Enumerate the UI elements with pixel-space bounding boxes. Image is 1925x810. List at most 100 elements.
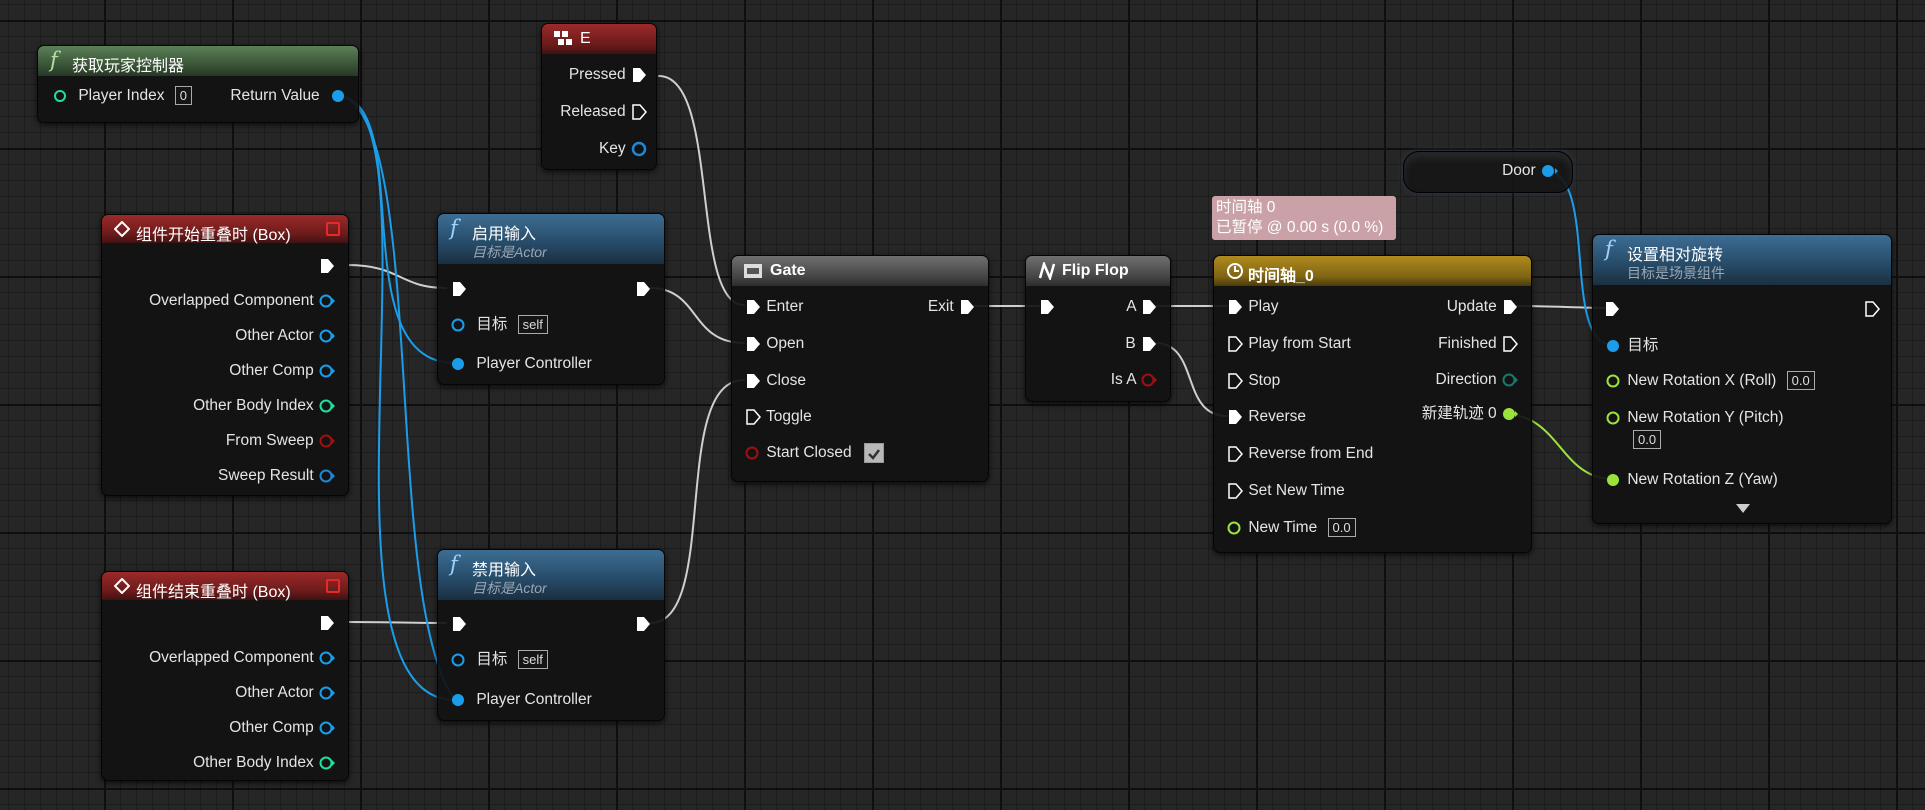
reverse-pin[interactable]: Reverse [1226, 407, 1306, 427]
exec-pin-icon [746, 409, 761, 425]
door-variable-node[interactable]: Door [1403, 151, 1573, 193]
enable-input-node[interactable]: f 启用输入 目标是Actor 目标 self Player Controlle… [437, 213, 665, 385]
start-closed-pin[interactable]: Start Closed [744, 443, 884, 463]
gate-node[interactable]: Gate Enter Exit Open Close Toggle Start … [731, 255, 989, 482]
get-player-controller-node[interactable]: f 获取玩家控制器 Player Index 0 Return Value [37, 45, 359, 123]
pin-label: Other Comp [229, 362, 314, 379]
exec-pin-icon [637, 616, 650, 631]
a-pin[interactable]: A [1126, 297, 1158, 317]
target-pin[interactable]: 目标 self [450, 315, 548, 335]
exec-in-pin[interactable] [450, 279, 468, 299]
set-new-time-pin[interactable]: Set New Time [1226, 481, 1345, 501]
direction-pin[interactable]: Direction [1436, 370, 1519, 390]
start-closed-checkbox[interactable] [863, 443, 884, 463]
pin-label: 目标 [476, 316, 508, 333]
expand-arrow-icon[interactable] [1735, 503, 1751, 515]
object-pin-icon [452, 693, 464, 706]
exec-out-pin[interactable] [634, 279, 652, 299]
player-index-pin[interactable]: Player Index 0 [52, 86, 193, 106]
comment-line-2: 已暂停 @ 0.00 s (0.0 %) [1216, 219, 1384, 236]
exec-pin-icon [637, 281, 650, 296]
exec-pin-icon [1143, 336, 1156, 351]
stop-pin[interactable]: Stop [1226, 371, 1280, 391]
overlapped-component-pin[interactable]: Overlapped Component [149, 648, 336, 668]
exec-in-pin[interactable] [1038, 297, 1056, 317]
close-pin[interactable]: Close [744, 371, 806, 391]
b-pin[interactable]: B [1125, 334, 1158, 354]
return-value-pin[interactable]: Return Value [230, 86, 346, 106]
delegate-pin-icon[interactable] [326, 579, 340, 593]
rotation-x-value[interactable]: 0.0 [1786, 371, 1815, 390]
target-value[interactable]: self [517, 315, 548, 334]
begin-overlap-event-node[interactable]: 组件开始重叠时 (Box) Overlapped Component Other… [101, 214, 349, 496]
open-pin[interactable]: Open [744, 334, 804, 354]
function-icon: f [450, 216, 458, 240]
delegate-pin-icon[interactable] [326, 222, 340, 236]
pressed-pin[interactable]: Pressed [569, 65, 648, 85]
new-rotation-y-pin[interactable]: New Rotation Y (Pitch) [1605, 408, 1784, 428]
exec-in-pin[interactable] [1603, 299, 1621, 319]
other-comp-pin[interactable]: Other Comp [229, 718, 336, 738]
player-controller-pin[interactable]: Player Controller [450, 354, 592, 374]
update-pin[interactable]: Update [1447, 297, 1519, 317]
other-body-index-pin[interactable]: Other Body Index [193, 753, 336, 773]
new-time-value[interactable]: 0.0 [1327, 518, 1356, 537]
target-pin[interactable]: 目标 self [450, 650, 548, 670]
finished-pin[interactable]: Finished [1438, 334, 1519, 354]
toggle-pin[interactable]: Toggle [744, 407, 812, 427]
exec-pin-icon [1228, 446, 1243, 462]
enter-pin[interactable]: Enter [744, 297, 803, 317]
overlapped-component-pin[interactable]: Overlapped Component [149, 291, 336, 311]
pin-label: Pressed [568, 66, 626, 83]
function-icon: f [1605, 237, 1613, 261]
other-actor-pin[interactable]: Other Actor [235, 683, 336, 703]
from-sweep-pin[interactable]: From Sweep [226, 431, 336, 451]
new-track-0-pin[interactable]: 新建轨迹 0 [1422, 404, 1519, 424]
target-value[interactable]: self [517, 650, 548, 669]
reverse-from-end-pin[interactable]: Reverse from End [1226, 444, 1373, 464]
new-rotation-z-pin[interactable]: New Rotation Z (Yaw) [1605, 470, 1778, 490]
disable-input-node[interactable]: f 禁用输入 目标是Actor 目标 self Player Controlle… [437, 549, 665, 721]
exec-in-pin[interactable] [450, 614, 468, 634]
new-rotation-x-pin[interactable]: New Rotation X (Roll) 0.0 [1605, 371, 1815, 391]
bool-pin-icon [1141, 373, 1157, 387]
released-pin[interactable]: Released [560, 102, 648, 122]
player-index-value[interactable]: 0 [174, 86, 193, 105]
pin-label: 目标 [1627, 337, 1659, 354]
key-e-event-node[interactable]: E Pressed Released Key [541, 23, 657, 170]
other-body-index-pin[interactable]: Other Body Index [193, 396, 336, 416]
set-relative-rotation-node[interactable]: f 设置相对旋转 目标是场景组件 目标 New Rotation X (Roll… [1592, 234, 1892, 524]
node-header: f 设置相对旋转 目标是场景组件 [1593, 235, 1891, 285]
exec-out-pin[interactable] [1863, 299, 1881, 319]
exec-pin-icon [747, 373, 760, 388]
flip-flop-node[interactable]: Flip Flop A B Is A [1025, 255, 1171, 402]
float-pin-icon [1606, 374, 1620, 388]
door-output-pin[interactable]: Door [1502, 161, 1560, 181]
end-overlap-event-node[interactable]: 组件结束重叠时 (Box) Overlapped Component Other… [101, 571, 349, 781]
exec-pin-icon [1228, 336, 1243, 352]
rotation-y-value[interactable]: 0.0 [1633, 430, 1662, 449]
node-header: Flip Flop [1026, 256, 1170, 286]
player-controller-pin[interactable]: Player Controller [450, 690, 592, 710]
timeline-node[interactable]: 时间轴_0 Play Play from Start Stop Reverse … [1213, 255, 1532, 553]
pin-label: Overlapped Component [149, 292, 314, 309]
play-pin[interactable]: Play [1226, 297, 1278, 317]
sweep-result-pin[interactable]: Sweep Result [218, 466, 336, 486]
exec-out-pin[interactable] [634, 614, 652, 634]
node-title: E [580, 30, 591, 47]
node-title: 启用输入 [472, 226, 537, 243]
exec-out-pin[interactable] [318, 613, 336, 633]
other-comp-pin[interactable]: Other Comp [229, 361, 336, 381]
exec-out-pin[interactable] [318, 256, 336, 276]
target-pin[interactable]: 目标 [1605, 336, 1658, 356]
key-pin[interactable]: Key [599, 139, 648, 159]
wire-end-disable [347, 621, 447, 624]
is-a-pin[interactable]: Is A [1111, 370, 1158, 390]
play-from-start-pin[interactable]: Play from Start [1226, 334, 1351, 354]
comment-line-1: 时间轴 0 [1216, 199, 1276, 216]
exit-pin[interactable]: Exit [928, 297, 976, 317]
new-time-pin[interactable]: New Time 0.0 [1226, 518, 1356, 538]
other-actor-pin[interactable]: Other Actor [235, 326, 336, 346]
exec-pin-icon [1229, 409, 1242, 424]
float-pin-icon [1607, 473, 1619, 486]
